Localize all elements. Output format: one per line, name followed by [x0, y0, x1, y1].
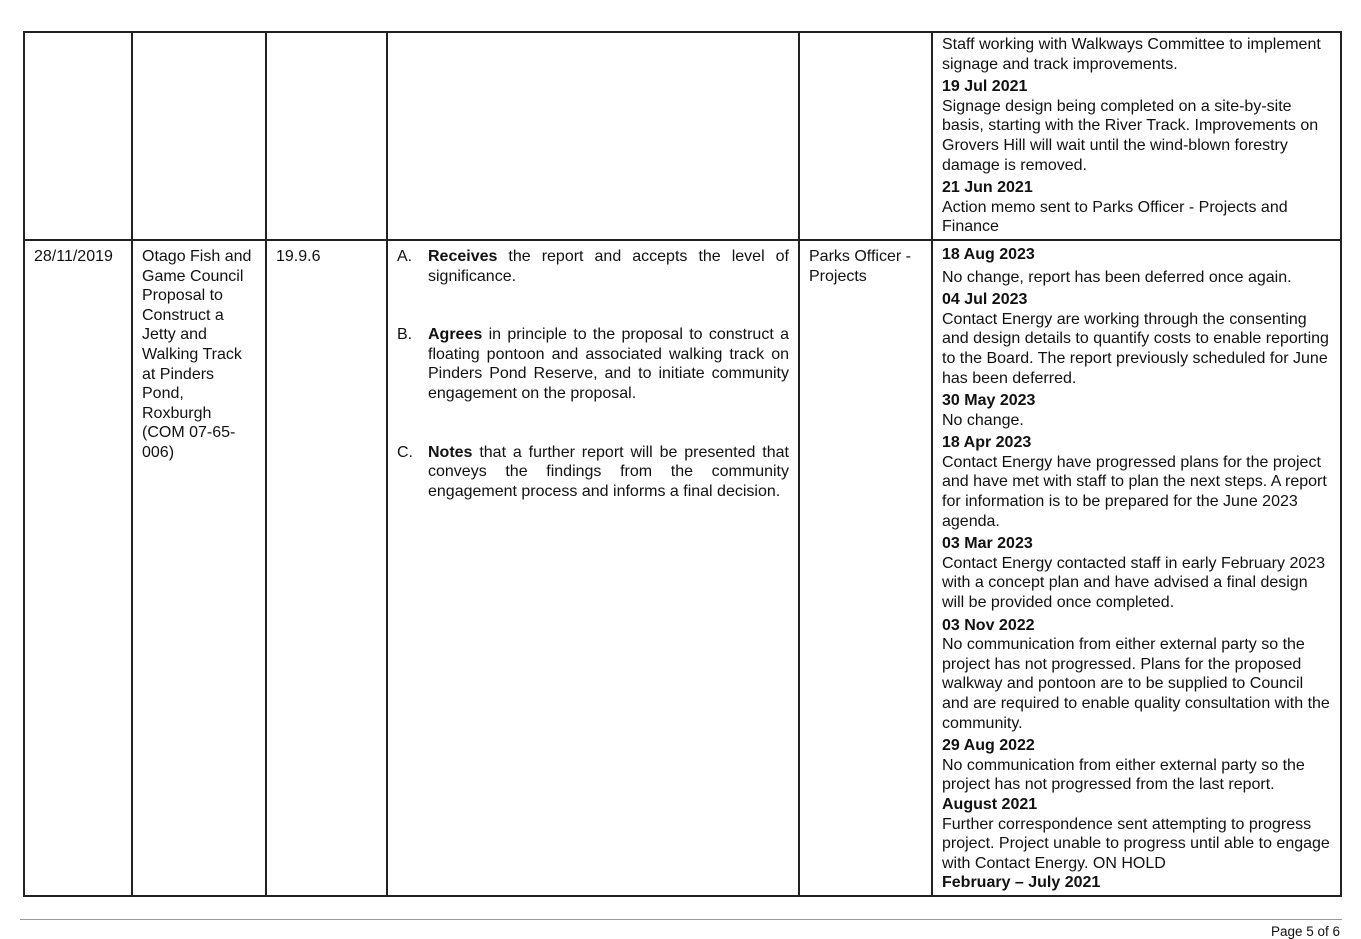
update-text: No change.	[942, 411, 1024, 429]
update-text: No communication from either external pa…	[942, 636, 1330, 732]
responsible-cell	[798, 31, 933, 241]
updates-cell: Staff working with Walkways Committee to…	[931, 31, 1342, 241]
update-text: No change, report has been deferred once…	[942, 268, 1292, 286]
responsible-cell: Parks Officer - Projects	[798, 238, 933, 897]
update-note: Staff working with Walkways Committee to…	[942, 36, 1321, 73]
update-date: 03 Mar 2023	[942, 535, 1033, 553]
resolution-item: A. Receives the report and accepts the l…	[397, 247, 789, 286]
resolution-keyword: Notes	[428, 443, 473, 461]
page-number: Page 5 of 6	[1270, 924, 1340, 939]
item-cell: Otago Fish and Game Council Proposal to …	[131, 238, 267, 897]
update-date: 30 May 2023	[942, 392, 1036, 410]
date-text: 28/11/2019	[34, 247, 113, 265]
update-date: 21 Jun 2021	[942, 179, 1033, 197]
update-date: 29 Aug 2022	[942, 737, 1035, 755]
update-date: August 2021	[942, 795, 1038, 813]
resolution-item: C. Notes that a further report will be p…	[397, 443, 789, 502]
resolution-cell: A. Receives the report and accepts the l…	[386, 238, 800, 897]
resolution-keyword: Agrees	[428, 326, 483, 344]
update-text: Contact Energy are working through the c…	[942, 310, 1329, 387]
ref-cell: 19.9.6	[265, 238, 388, 897]
updates-cell: 18 Aug 2023 No change, report has been d…	[931, 238, 1342, 897]
date-cell	[23, 31, 133, 241]
resolution-letter: A.	[397, 247, 413, 265]
item-cell	[131, 31, 267, 241]
ref-text: 19.9.6	[276, 247, 321, 265]
update-date: February – July 2021	[942, 874, 1101, 892]
action-table: Staff working with Walkways Committee to…	[23, 31, 1342, 897]
table-row: 28/11/2019 Otago Fish and Game Council P…	[23, 238, 1342, 897]
footer-divider	[20, 919, 1342, 920]
resolution-cell	[386, 31, 800, 241]
item-text: Otago Fish and Game Council Proposal to …	[142, 247, 252, 461]
resolution-text: the report and accepts the level of sign…	[428, 247, 789, 285]
resolution-text: in principle to the proposal to construc…	[428, 326, 789, 402]
ref-cell	[265, 31, 388, 241]
update-date: 18 Apr 2023	[942, 434, 1032, 452]
update-text: Further correspondence sent attempting t…	[942, 815, 1330, 872]
update-text: Action memo sent to Parks Officer - Proj…	[942, 198, 1288, 236]
date-cell: 28/11/2019	[23, 238, 133, 897]
update-text: Contact Energy have progressed plans for…	[942, 453, 1327, 530]
resolution-text: that a further report will be presented …	[428, 443, 789, 500]
resolution-letter: C.	[397, 443, 413, 461]
resolution-keyword: Receives	[428, 247, 498, 265]
table-row: Staff working with Walkways Committee to…	[23, 31, 1342, 241]
update-date: 03 Nov 2022	[942, 616, 1035, 634]
update-text: No communication from either external pa…	[942, 756, 1305, 794]
update-text: Signage design being completed on a site…	[942, 97, 1319, 174]
update-date: 18 Aug 2023	[942, 245, 1035, 263]
update-date: 04 Jul 2023	[942, 291, 1028, 309]
update-date: 19 Jul 2021	[942, 78, 1028, 96]
responsible-text: Parks Officer - Projects	[809, 247, 911, 285]
resolution-item: B. Agrees in principle to the proposal t…	[397, 325, 789, 403]
resolution-letter: B.	[397, 326, 413, 344]
update-text: Contact Energy contacted staff in early …	[942, 554, 1326, 612]
